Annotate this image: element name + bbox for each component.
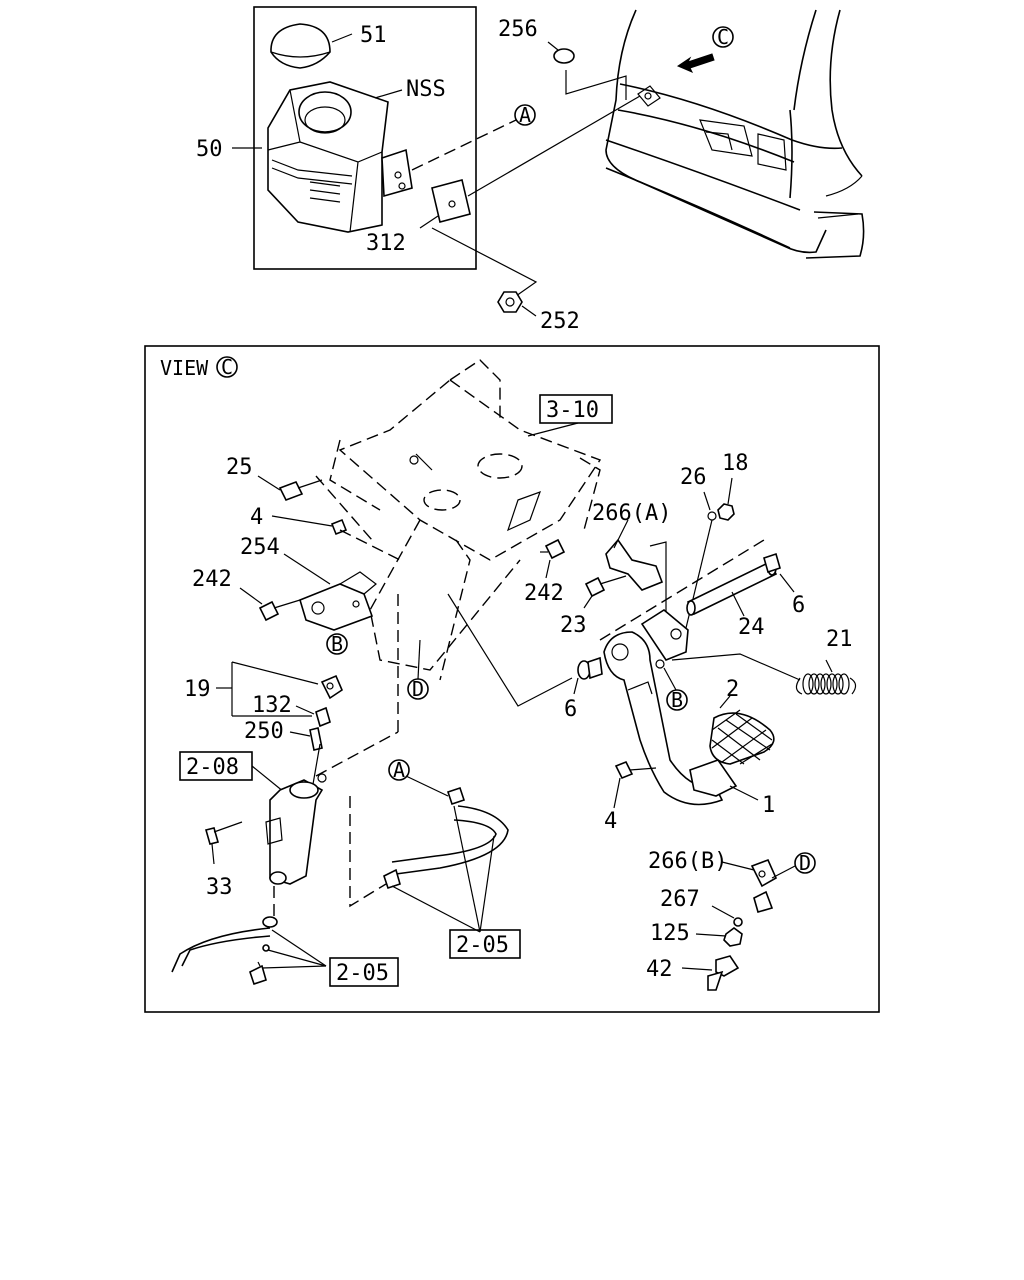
switch-bracket-266a: [605, 538, 664, 591]
reservoir-box: [253, 6, 477, 270]
bolt-33: [205, 821, 243, 845]
reservoir-hose: [383, 786, 509, 890]
label-252: 252: [540, 309, 580, 334]
label-125: 125: [650, 921, 690, 946]
shaft-24: [686, 552, 781, 616]
callout-a-letter: A: [519, 103, 531, 127]
label-250: 250: [244, 719, 284, 744]
callout-a-view: A: [393, 758, 405, 782]
push-rod-assembly: [309, 674, 343, 791]
view-c-circle-letter: C: [221, 355, 233, 379]
bolt-4-lower: [614, 760, 634, 780]
switch-assembly: [707, 858, 778, 991]
bolt-242-right: [540, 538, 566, 560]
hydraulic-hose: [171, 916, 278, 986]
label-42: 42: [646, 957, 673, 982]
ref-2-05-middle: 2-05: [456, 933, 509, 958]
bracket-254: [299, 571, 377, 631]
label-266b: 266(B): [648, 849, 727, 874]
label-256: 256: [498, 17, 538, 42]
clutch-pedal-arm: [603, 609, 724, 806]
bolt-23: [584, 575, 627, 598]
label-132: 132: [252, 693, 292, 718]
reservoir-cap: [270, 23, 331, 69]
callout-d-right: D: [799, 851, 811, 875]
label-26: 26: [680, 465, 707, 490]
ref-box-2-05-left: [329, 957, 399, 987]
label-24: 24: [738, 615, 765, 640]
washer-6-left: [577, 656, 603, 680]
pedal-bracket: [329, 359, 602, 681]
label-1: 1: [762, 793, 775, 818]
callout-a-circle: [514, 104, 536, 126]
cab-front: [605, 9, 865, 259]
label-6-left: 6: [564, 697, 577, 722]
reservoir-tank: [267, 81, 413, 233]
label-51: 51: [360, 23, 387, 48]
callout-b-right: B: [671, 688, 683, 712]
label-50: 50: [196, 137, 223, 162]
label-312: 312: [366, 231, 406, 256]
ref-box-2-05-middle: [449, 929, 521, 959]
label-6-right: 6: [792, 593, 805, 618]
label-4-lower: 4: [604, 809, 617, 834]
ref-2-08: 2-08: [186, 755, 239, 780]
master-cylinder: [265, 773, 327, 885]
clip-26: [707, 511, 717, 521]
label-18: 18: [722, 451, 749, 476]
label-25: 25: [226, 455, 253, 480]
nut-18: [717, 503, 735, 521]
label-23: 23: [560, 613, 587, 638]
callout-b-left: B: [331, 632, 343, 656]
label-266a: 266(A): [592, 501, 671, 526]
view-c-title: VIEW: [160, 356, 209, 380]
view-c-group: VIEW C 3-10 25 4: [144, 345, 880, 1013]
label-33: 33: [206, 875, 233, 900]
callout-c-top-letter: C: [717, 25, 729, 49]
label-242-right: 242: [524, 581, 564, 606]
ref-3-10: 3-10: [546, 398, 599, 423]
label-242-left: 242: [192, 567, 232, 592]
label-4-top: 4: [250, 505, 263, 530]
view-c-frame: [144, 345, 880, 1013]
bolt-25: [278, 479, 323, 502]
label-21: 21: [826, 627, 853, 652]
bolt-242-left: [258, 599, 301, 622]
nut-252: [497, 291, 523, 313]
ref-2-05-left: 2-05: [336, 961, 389, 986]
label-nss: NSS: [406, 77, 446, 102]
label-19: 19: [184, 677, 211, 702]
view-arrow: [676, 53, 715, 73]
label-267: 267: [660, 887, 700, 912]
label-2: 2: [726, 677, 739, 702]
label-254: 254: [240, 535, 280, 560]
callout-d-middle: D: [412, 677, 424, 701]
reservoir-detail-group: 51 NSS 50 A 312: [196, 6, 865, 334]
grommet-256: [553, 48, 575, 64]
return-spring-21: [795, 673, 857, 695]
pedal-pad-2: [689, 709, 775, 797]
